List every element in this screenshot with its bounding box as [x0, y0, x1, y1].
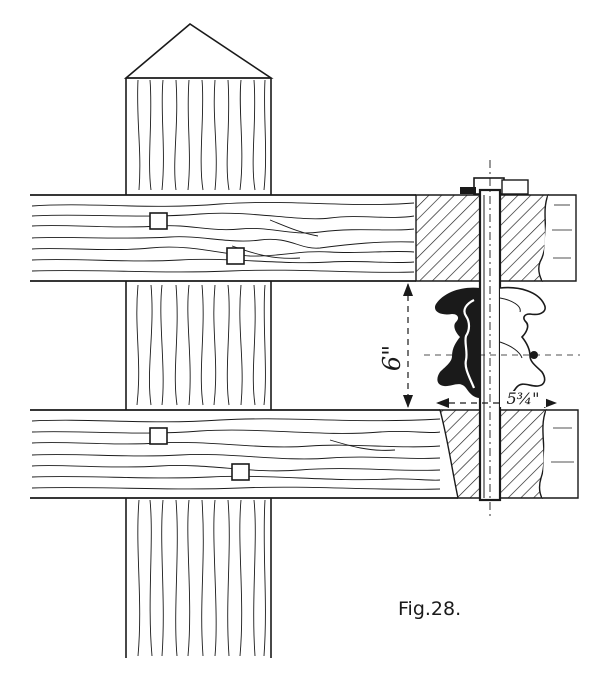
spacing-dimension-label: 6"	[378, 345, 406, 371]
lower-rail-wood-grain	[31, 418, 440, 490]
post-pointed-top	[123, 23, 274, 79]
insulator-right-profile	[499, 286, 546, 399]
through-bolt	[460, 160, 529, 520]
lower-cross-rail	[30, 409, 458, 499]
figure-caption: Fig.28.	[398, 598, 462, 620]
insulator	[424, 286, 580, 399]
insulator-left-section	[434, 287, 480, 398]
upper-cross-rail	[30, 194, 416, 282]
bolt-head-square	[231, 463, 250, 481]
lower-rail-section	[439, 409, 579, 499]
bolt-head-square	[149, 427, 168, 445]
width-dimension: 5¾"	[436, 389, 557, 408]
upper-rail-section	[415, 194, 577, 282]
spacing-dimension: 6"	[378, 283, 413, 408]
post-wood-grain	[136, 79, 267, 657]
bolt-head-square	[226, 247, 245, 265]
wooden-post	[123, 23, 274, 658]
bolt-head-square	[149, 212, 168, 230]
width-dimension-label: 5¾"	[506, 389, 539, 408]
